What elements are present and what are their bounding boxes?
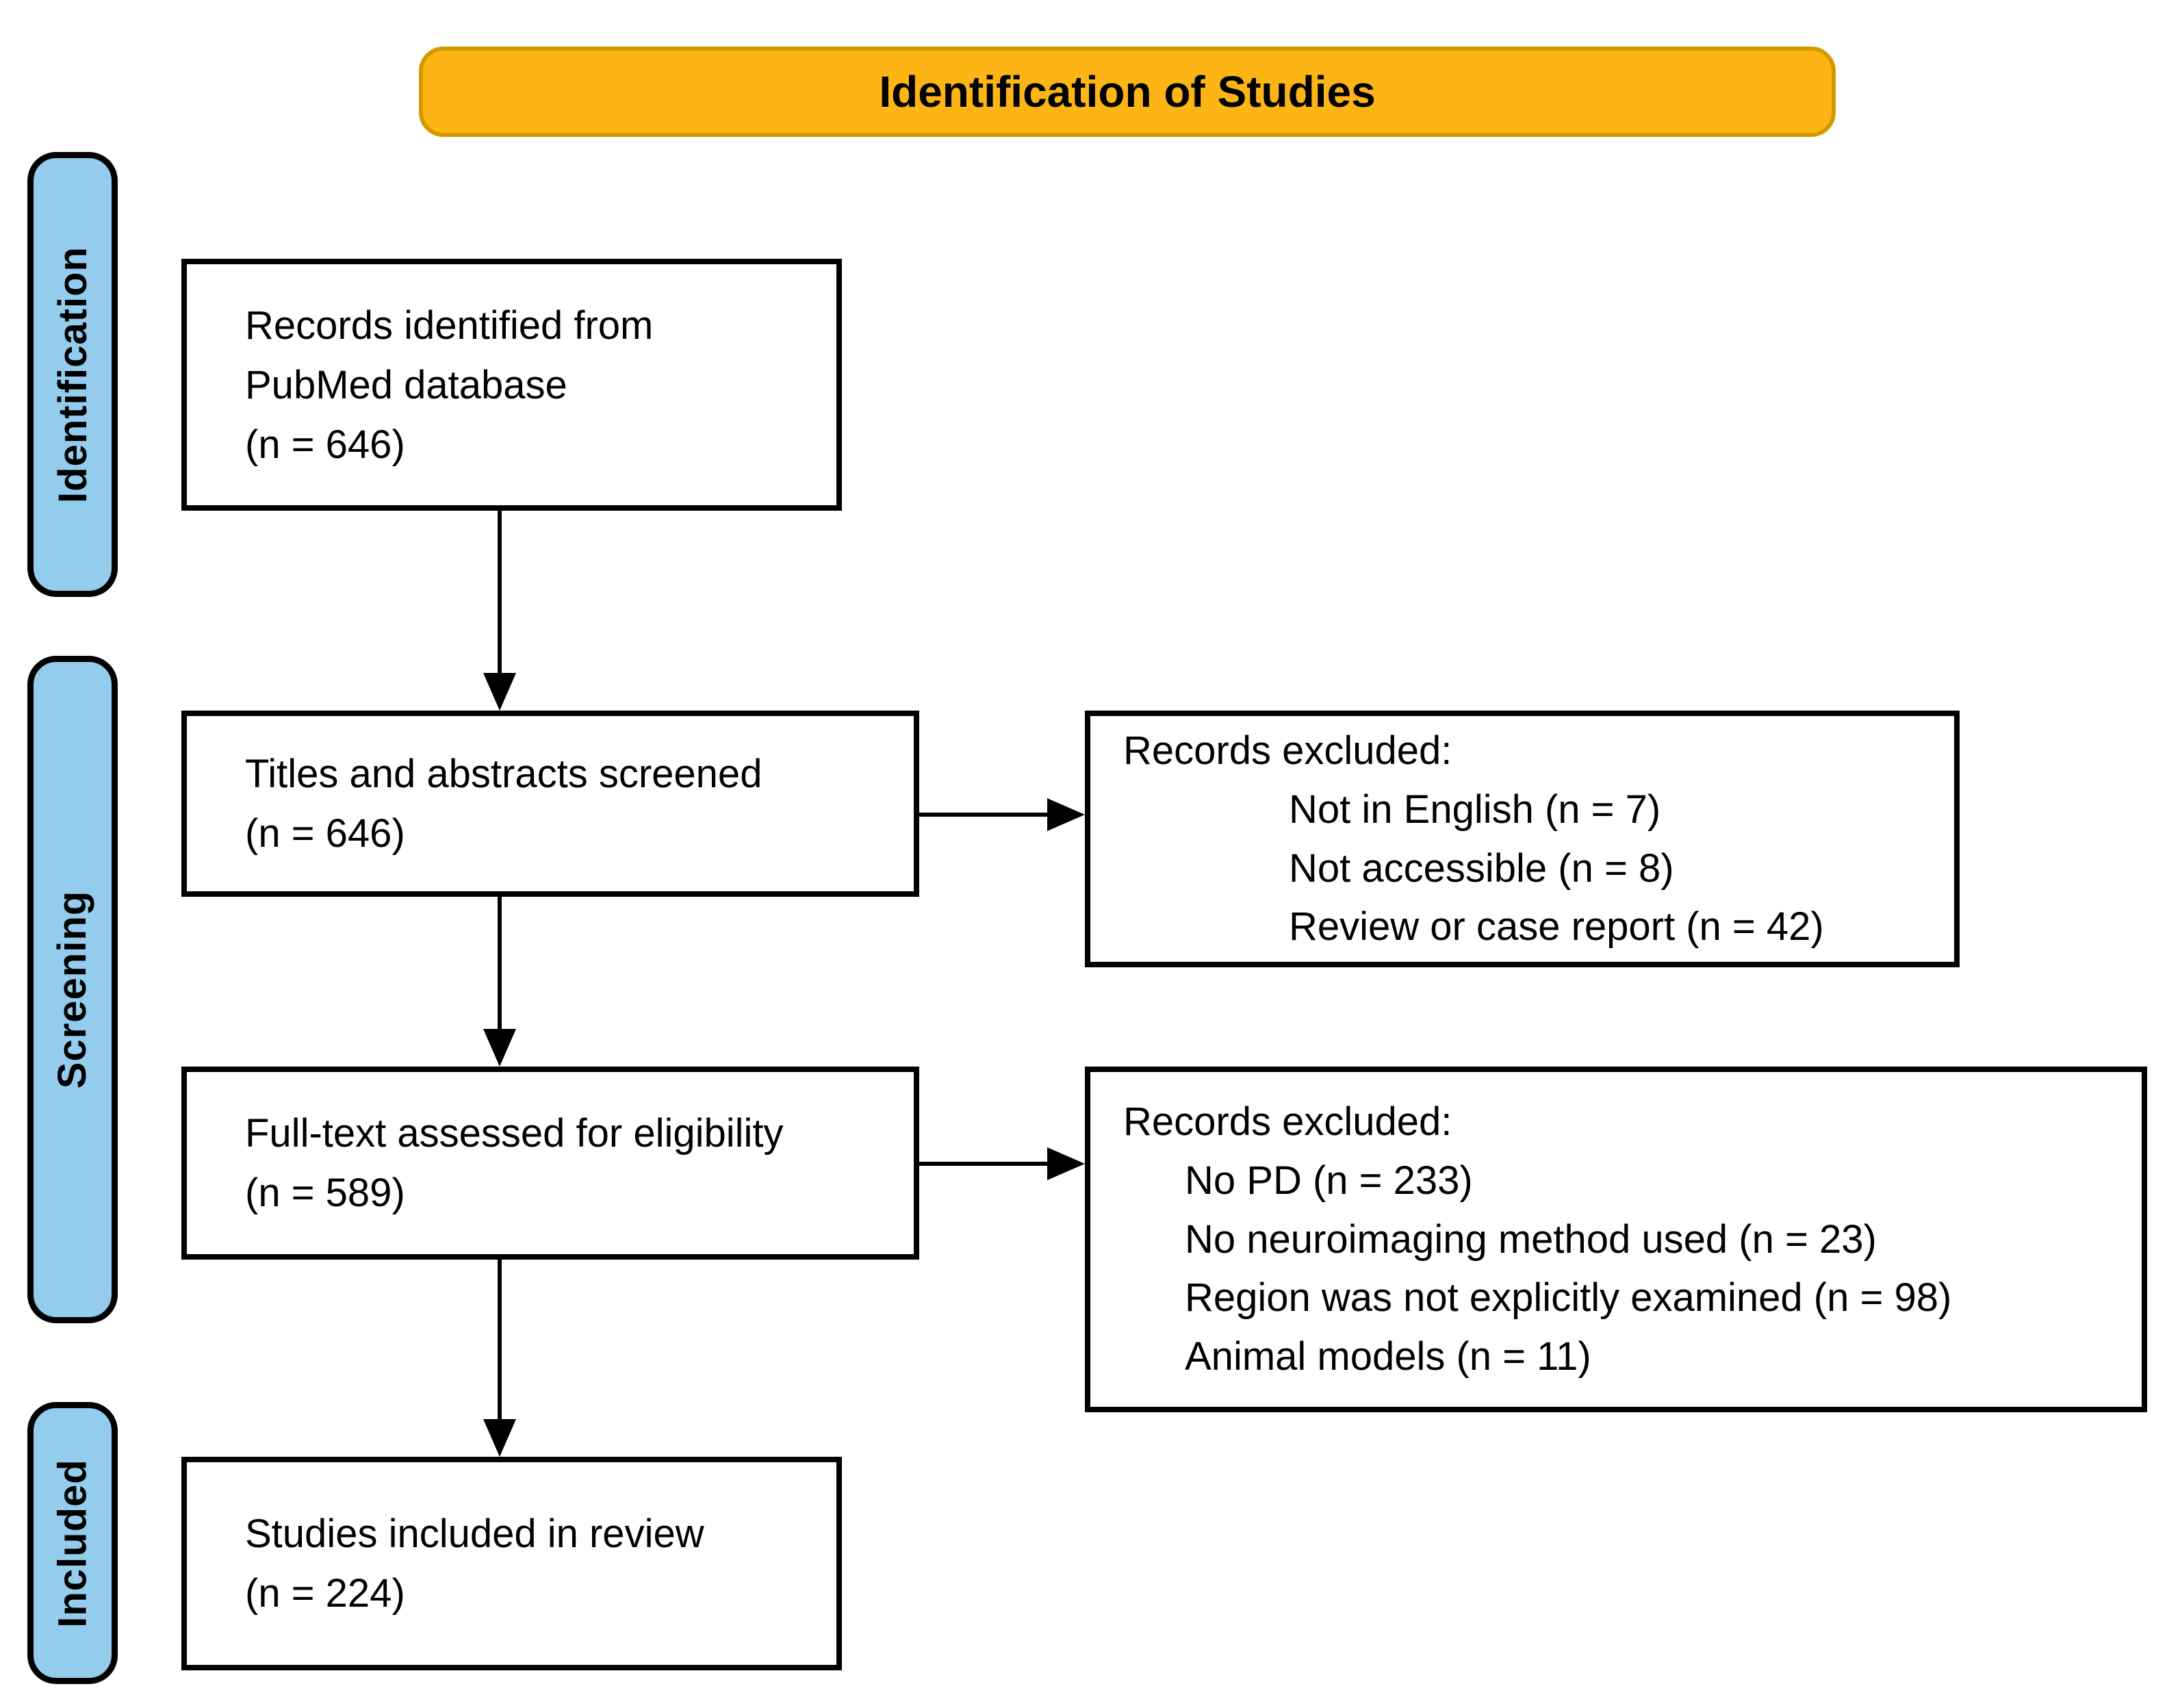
stage-band-included: Included (27, 1402, 118, 1684)
box-titles-screened: Titles and abstracts screened (n = 646) (181, 711, 919, 897)
arrow-right-fulltext-to-excluded (919, 1143, 1085, 1184)
box-records-identified-label: Records identified from PubMed database (245, 303, 654, 407)
box-records-identified: Records identified from PubMed database … (181, 259, 842, 511)
excluded-reason-item: Not accessible (n = 8) (1289, 845, 1674, 891)
box-records-excluded-eligibility: Records excluded: No PD (n = 233) No neur… (1085, 1067, 2147, 1412)
excluded-heading: Records excluded: (1123, 728, 1452, 773)
box-records-identified-count: (n = 646) (245, 422, 405, 467)
arrow-down-icon (483, 897, 516, 1067)
arrow-right-icon (919, 1147, 1085, 1180)
arrow-right-icon (919, 798, 1085, 831)
excluded-reason-item: Review or case report (n = 42) (1289, 904, 1824, 949)
box-fulltext-assessed-label: Full-text assessed for eligibility (245, 1111, 784, 1156)
excluded-reason-item: No PD (n = 233) (1185, 1158, 1473, 1203)
box-titles-screened-count: (n = 646) (245, 811, 405, 856)
box-fulltext-assessed: Full-text assessed for eligibility (n = … (181, 1067, 919, 1260)
arrow-down-icon (483, 511, 516, 711)
arrow-down-icon (483, 1260, 516, 1457)
box-titles-screened-label: Titles and abstracts screened (245, 752, 762, 796)
stage-label-identification: Identification (50, 246, 95, 503)
excluded-reason-item: Animal models (n = 11) (1185, 1334, 1591, 1379)
stage-band-identification: Identification (27, 152, 118, 597)
box-studies-included-label: Studies included in review (245, 1512, 704, 1556)
diagram-title-banner: Identification of Studies (419, 47, 1836, 137)
excluded-reason-item: No neuroimaging method used (n = 23) (1185, 1216, 1877, 1262)
box-fulltext-assessed-count: (n = 589) (245, 1171, 405, 1215)
excluded-heading: Records excluded: (1123, 1099, 1452, 1144)
stage-label-screening: Screening (50, 890, 95, 1089)
excluded-items-eligibility: No PD (n = 233) No neuroimaging method us… (1185, 1151, 2121, 1386)
box-records-excluded-screening: Records excluded: Not in English (n = 7)… (1085, 711, 1960, 967)
arrow-down-screened-to-fulltext (479, 897, 520, 1067)
excluded-reason-item: Region was not explicitly examined (n = … (1185, 1275, 1952, 1321)
box-studies-included-count: (n = 224) (245, 1571, 405, 1616)
stage-label-included: Included (50, 1458, 95, 1628)
stage-band-screening: Screening (27, 656, 118, 1323)
arrow-down-fulltext-to-included (479, 1260, 520, 1457)
arrow-down-identified-to-screened (479, 511, 520, 711)
excluded-reason-item: Not in English (n = 7) (1289, 787, 1661, 832)
diagram-title: Identification of Studies (879, 67, 1376, 116)
excluded-items-screening: Not in English (n = 7) Not accessible (n … (1289, 780, 1934, 956)
box-studies-included: Studies included in review (n = 224) (181, 1457, 842, 1670)
arrow-right-screened-to-excluded (919, 794, 1085, 835)
